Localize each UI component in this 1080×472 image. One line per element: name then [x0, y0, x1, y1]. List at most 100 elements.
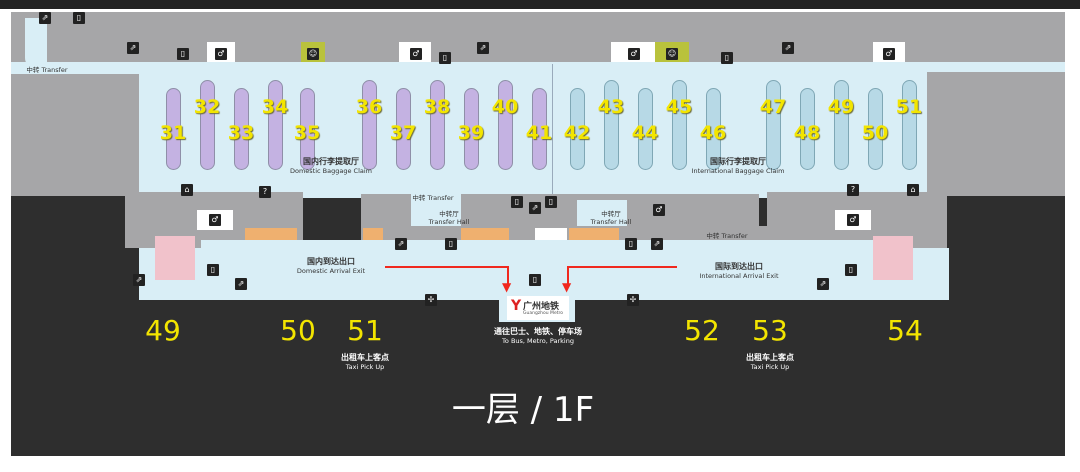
carousel-number: 45: [665, 96, 693, 118]
baggage-carousel: [868, 88, 883, 170]
gate-53: 53: [752, 314, 788, 347]
arrow-down-icon: ▼: [562, 280, 572, 294]
baggage-carousel: [362, 80, 377, 170]
room: [155, 236, 195, 280]
transfer-label: 中转 Transfer: [26, 66, 68, 74]
elevator-icon: ▯: [721, 52, 733, 64]
escalator-icon: ⇗: [39, 12, 51, 24]
baggage-carousel: [464, 88, 479, 170]
arrow-down-icon: ▼: [502, 280, 512, 294]
baggage-carousel: [532, 88, 547, 170]
exit-icon: ✢: [425, 294, 437, 306]
baggage-carousel: [166, 88, 181, 170]
exit-icon: ✢: [627, 294, 639, 306]
carousel-number: 43: [597, 96, 625, 118]
baggage-carousel: [638, 88, 653, 170]
elevator-icon: ▯: [177, 48, 189, 60]
baggage-carousel: [570, 88, 585, 170]
escalator-icon: ⇗: [477, 42, 489, 54]
escalator-icon: ⇗: [235, 278, 247, 290]
gate-54: 54: [887, 314, 923, 347]
information-icon: ⌂: [181, 184, 193, 196]
left-block: [11, 74, 139, 196]
carousel-number: 50: [861, 122, 889, 144]
escalator-icon: ⇗: [395, 238, 407, 250]
outside-right: [947, 196, 1065, 456]
carousel-number: 47: [759, 96, 787, 118]
gate-52: 52: [684, 314, 720, 347]
carousel-number: 36: [355, 96, 383, 118]
direction-arrow: [507, 266, 509, 284]
metro-logo-icon: Y: [511, 298, 522, 314]
carousel-number: 44: [631, 122, 659, 144]
outside-left: [11, 196, 125, 456]
baby-care-icon: ☺: [307, 48, 319, 60]
escalator-icon: ⇗: [651, 238, 663, 250]
lost-found-icon: ?: [259, 186, 271, 198]
baggage-carousel: [800, 88, 815, 170]
metro-logo: Y 广州地铁 Guangzhou Metro: [507, 296, 569, 320]
arrival-hall: [139, 248, 949, 300]
divider: [552, 64, 553, 198]
carousel-number: 42: [563, 122, 591, 144]
baggage-carousel: [200, 80, 215, 170]
escalator-icon: ⇗: [529, 202, 541, 214]
elevator-icon: ▯: [73, 12, 85, 24]
elevator-icon: ▯: [845, 264, 857, 276]
elevator-icon: ▯: [545, 196, 557, 208]
baggage-carousel: [396, 88, 411, 170]
carousel-number: 38: [423, 96, 451, 118]
baggage-carousel: [706, 88, 721, 170]
carousel-number: 41: [525, 122, 553, 144]
direction-arrow: [385, 266, 509, 268]
direction-arrow: [567, 266, 677, 268]
elevator-icon: ▯: [439, 52, 451, 64]
gate-51: 51: [347, 314, 383, 347]
transfer-hall: [411, 194, 461, 228]
carousel-number: 39: [457, 122, 485, 144]
carousel-number: 32: [193, 96, 221, 118]
direction-arrow: [567, 266, 569, 284]
gate-49: 49: [145, 314, 181, 347]
floor-label: 一层 / 1F: [451, 390, 595, 430]
baggage-carousel: [672, 80, 687, 170]
right-block: [927, 72, 1065, 196]
information-icon: ⌂: [907, 184, 919, 196]
carousel-number: 51: [895, 96, 923, 118]
carousel-number: 34: [261, 96, 289, 118]
restroom-icon: ♂: [883, 48, 895, 60]
elevator-icon: ▯: [445, 238, 457, 250]
transfer-label: 中转 Transfer: [412, 194, 454, 202]
room: [873, 236, 913, 280]
carousel-number: 37: [389, 122, 417, 144]
escalator-icon: ⇗: [817, 278, 829, 290]
arrival-hall: [201, 240, 891, 250]
carousel-number: 33: [227, 122, 255, 144]
restroom-icon: ♂: [209, 214, 221, 226]
carousel-number: 40: [491, 96, 519, 118]
elevator-icon: ▯: [511, 196, 523, 208]
elevator-icon: ▯: [625, 238, 637, 250]
restroom-icon: ♂: [215, 48, 227, 60]
top-bar: [0, 0, 1080, 9]
baby-care-icon: ☺: [666, 48, 678, 60]
baggage-carousel: [430, 80, 445, 170]
transfer-label: 中转 Transfer: [706, 232, 748, 240]
restroom-icon: ♂: [410, 48, 422, 60]
carousel-number: 31: [159, 122, 187, 144]
lost-found-icon: ?: [847, 184, 859, 196]
restroom-icon: ♂: [847, 214, 859, 226]
escalator-icon: ⇗: [133, 274, 145, 286]
baggage-carousel: [604, 80, 619, 170]
restroom-icon: ♂: [628, 48, 640, 60]
carousel-number: 48: [793, 122, 821, 144]
baggage-carousel: [268, 80, 283, 170]
service-area: [11, 12, 1065, 64]
transfer-passage: [25, 18, 47, 68]
